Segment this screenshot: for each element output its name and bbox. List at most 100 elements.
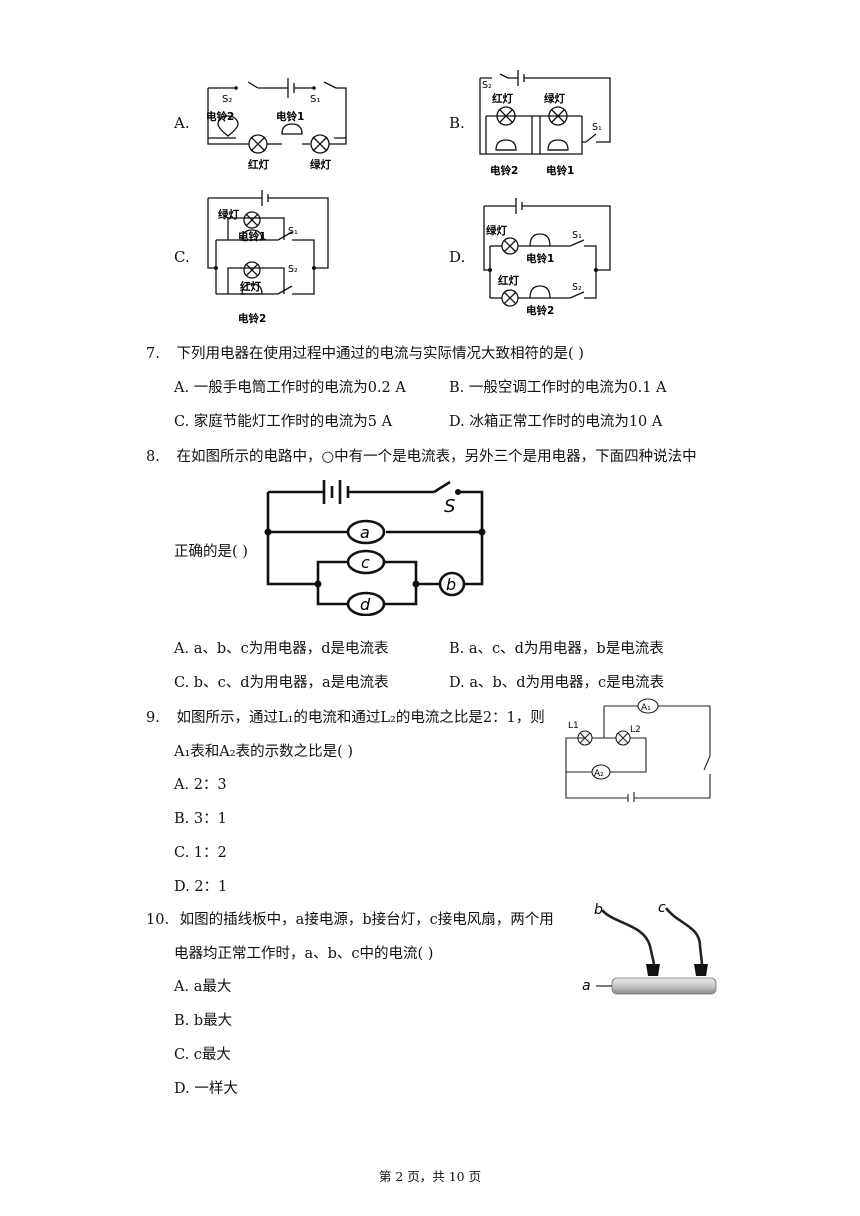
q10-stem: 10. 如图的插线板中，a接电源，b接台灯，c接电风扇，两个用 [146, 908, 554, 929]
q9-text-line1: 如图所示，通过L₁的电流和通过L₂的电流之比是2：1，则 [176, 710, 545, 726]
q7-option-c-text: 家庭节能灯工作时的电流为5 A [193, 414, 393, 430]
q9-a1-label: A₁ [641, 703, 651, 713]
q6-option-a-circuit: S₂ S₁ 电铃2 电铃1 红灯 绿灯 [206, 78, 347, 171]
q8-meter-a: a [360, 523, 370, 542]
q6b-bell2-label: 电铃2 [490, 164, 518, 177]
q10-option-b[interactable]: B. b最大 [174, 1009, 232, 1030]
q7-option-a[interactable]: A. 一般手电筒工作时的电流为0.2 A [174, 376, 406, 397]
q6c-bell2-label: 电铃2 [238, 312, 266, 325]
q6b-green-label: 绿灯 [544, 92, 565, 105]
q9-option-a-text: 2：3 [193, 777, 227, 793]
q7-option-d-letter: D. [449, 414, 465, 430]
q6a-s2-label: S₂ [222, 94, 232, 105]
q8-option-b[interactable]: B. a、c、d为用电器，b是电流表 [449, 637, 664, 658]
q7-option-a-letter: A. [174, 380, 190, 396]
q10-option-a-letter: A. [174, 979, 190, 995]
q8-meter-c: c [361, 553, 370, 572]
q10-option-a-text: a最大 [193, 979, 232, 995]
q10-option-d-letter: D. [174, 1081, 190, 1097]
q10-option-a[interactable]: A. a最大 [174, 975, 231, 996]
page-footer: 第 2 页，共 10 页 [378, 1169, 482, 1184]
q9-option-b[interactable]: B. 3：1 [174, 807, 227, 828]
q8-option-d[interactable]: D. a、b、d为用电器，c是电流表 [449, 671, 664, 692]
q7-option-c-letter: C. [174, 414, 190, 430]
q9-stem: 9. 如图所示，通过L₁的电流和通过L₂的电流之比是2：1，则 [146, 706, 545, 727]
q6a-bell2-label: 电铃2 [206, 110, 234, 123]
q7-option-b-letter: B. [449, 380, 465, 396]
q6c-red-label: 红灯 [240, 280, 261, 293]
q9-l2-label: L2 [630, 725, 641, 735]
q8-option-b-text: a、c、d为用电器，b是电流表 [468, 641, 664, 657]
q6c-bell1-label: 电铃1 [238, 230, 266, 243]
q9-option-d-letter: D. [174, 879, 190, 895]
q8-option-a[interactable]: A. a、b、c为用电器，d是电流表 [174, 637, 389, 658]
q6d-s1-label: S₁ [572, 230, 582, 241]
q7-option-b-text: 一般空调工作时的电流为0.1 A [468, 380, 667, 396]
q10-option-d-text: 一样大 [194, 1081, 238, 1097]
q9-option-d-text: 2：1 [194, 879, 228, 895]
q6b-bell1-label: 电铃1 [546, 164, 574, 177]
q10-option-c[interactable]: C. c最大 [174, 1043, 231, 1064]
q10-fig-a-label: a [582, 978, 591, 994]
q6d-bell1-label: 电铃1 [526, 252, 554, 265]
q6a-bell1-label: 电铃1 [276, 110, 304, 123]
q8-option-d-text: a、b、d为用电器，c是电流表 [469, 675, 665, 691]
q8-meter-d: d [360, 595, 371, 614]
q7-option-a-text: 一般手电筒工作时的电流为0.2 A [193, 380, 406, 396]
q9-option-a-letter: A. [174, 777, 190, 793]
q6b-red-label: 红灯 [492, 92, 513, 105]
q9-circuit: L1 L2 A₁ A₂ [565, 698, 711, 802]
q10-fig-c-label: c [658, 900, 666, 916]
q7-stem: 7. 下列用电器在使用过程中通过的电流与实际情况大致相符的是( ) [146, 342, 584, 363]
q6a-green-label: 绿灯 [310, 158, 331, 171]
q6-option-c-letter: C. [174, 248, 190, 266]
q8-circuit: a c d b S [264, 480, 486, 616]
q6c-s2-label: S₂ [288, 264, 298, 275]
q6b-s1-label: S₁ [592, 122, 602, 133]
q7-option-d-text: 冰箱正常工作时的电流为10 A [469, 414, 663, 430]
q7-option-d[interactable]: D. 冰箱正常工作时的电流为10 A [449, 410, 662, 431]
q8-option-b-letter: B. [449, 641, 465, 657]
q7-text: 下列用电器在使用过程中通过的电流与实际情况大致相符的是( ) [176, 346, 584, 362]
q8-text-line2: 正确的是( ) [174, 544, 248, 560]
q6-option-d-circuit: 绿灯 电铃1 S₁ 红灯 电铃2 S₂ [483, 198, 611, 317]
q7-option-c[interactable]: C. 家庭节能灯工作时的电流为5 A [174, 410, 392, 431]
q8-switch-label: S [444, 496, 455, 517]
q8-option-d-letter: D. [449, 675, 465, 691]
q9-text-line2: A₁表和A₂表的示数之比是( ) [174, 744, 353, 760]
q6d-red-label: 红灯 [498, 274, 519, 287]
q8-option-a-text: a、b、c为用电器，d是电流表 [193, 641, 389, 657]
q9-l1-label: L1 [568, 721, 579, 731]
q8-option-c[interactable]: C. b、c、d为用电器，a是电流表 [174, 671, 389, 692]
q9-option-b-text: 3：1 [193, 811, 227, 827]
q6c-green-label: 绿灯 [218, 208, 239, 221]
q7-option-b[interactable]: B. 一般空调工作时的电流为0.1 A [449, 376, 667, 397]
q10-option-d[interactable]: D. 一样大 [174, 1077, 238, 1098]
q9-option-c[interactable]: C. 1：2 [174, 841, 227, 862]
q10-power-strip-figure: b c a [582, 900, 717, 995]
q6d-green-label: 绿灯 [486, 224, 507, 237]
q10-option-b-text: b最大 [193, 1013, 233, 1029]
q10-option-b-letter: B. [174, 1013, 190, 1029]
q6d-bell2-label: 电铃2 [526, 304, 554, 317]
q9-option-b-letter: B. [174, 811, 190, 827]
q6-option-a-letter: A. [174, 114, 190, 132]
q9-option-c-letter: C. [174, 845, 190, 861]
q7-number: 7. [146, 346, 160, 362]
q10-fig-b-label: b [594, 902, 603, 918]
q6-option-b-letter: B. [449, 114, 465, 132]
q6b-s2-label: S₂ [482, 80, 492, 91]
q8-number: 8. [146, 449, 160, 465]
q9-a2-label: A₂ [594, 769, 604, 779]
q9-option-a[interactable]: A. 2：3 [174, 773, 227, 794]
q6-option-d-letter: D. [449, 248, 466, 266]
q8-stem: 8. 在如图所示的电路中，○中有一个是电流表，另外三个是用电器，下面四种说法中 [146, 445, 697, 466]
q9-number: 9. [146, 710, 160, 726]
q6d-s2-label: S₂ [572, 282, 582, 293]
q9-option-d[interactable]: D. 2：1 [174, 875, 227, 896]
q10-option-c-letter: C. [174, 1047, 190, 1063]
q10-option-c-text: c最大 [193, 1047, 231, 1063]
q8-meter-b: b [446, 575, 456, 594]
q8-option-c-text: b、c、d为用电器，a是电流表 [193, 675, 389, 691]
q6c-s1-label: S₁ [288, 226, 298, 237]
